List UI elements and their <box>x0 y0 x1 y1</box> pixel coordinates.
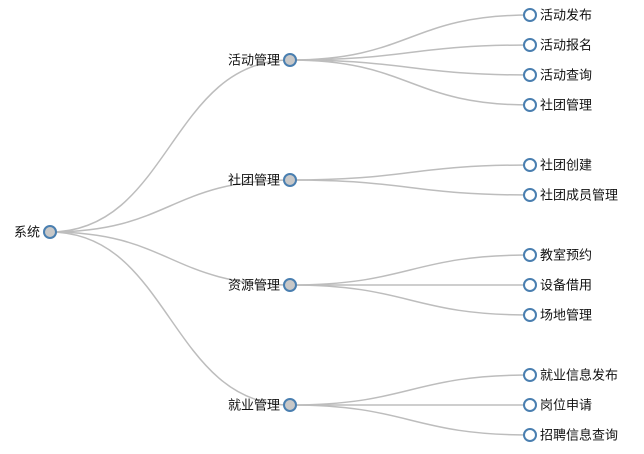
node-circle-icon[interactable] <box>523 38 537 52</box>
tree-link <box>289 164 531 181</box>
node-circle-icon[interactable] <box>523 308 537 322</box>
node-circle-icon[interactable] <box>283 173 297 187</box>
leaf-node[interactable]: 岗位申请 <box>523 398 592 414</box>
tree-link <box>289 59 531 76</box>
branch-node[interactable]: 社团管理 <box>228 173 297 189</box>
branch-node[interactable]: 活动管理 <box>228 53 297 69</box>
branch-node[interactable]: 资源管理 <box>228 278 297 294</box>
node-label: 教室预约 <box>540 248 592 264</box>
node-label: 社团创建 <box>540 158 592 174</box>
node-label: 招聘信息查询 <box>540 428 618 444</box>
leaf-node[interactable]: 社团成员管理 <box>523 188 618 204</box>
leaf-node[interactable]: 社团管理 <box>523 98 592 114</box>
node-circle-icon[interactable] <box>43 225 57 239</box>
node-circle-icon[interactable] <box>523 368 537 382</box>
tree-link <box>289 374 531 406</box>
node-label: 社团管理 <box>540 98 592 114</box>
node-label: 资源管理 <box>228 279 280 294</box>
tree-link <box>49 231 291 286</box>
node-label: 社团成员管理 <box>540 188 618 204</box>
tree-link <box>289 59 531 106</box>
node-label: 活动发布 <box>540 8 592 24</box>
node-label: 就业信息发布 <box>540 368 618 384</box>
node-circle-icon[interactable] <box>523 428 537 442</box>
node-label: 社团管理 <box>228 173 280 189</box>
leaf-node[interactable]: 社团创建 <box>523 158 592 174</box>
tree-link <box>289 254 531 286</box>
tree-link <box>289 179 531 196</box>
leaf-node[interactable]: 活动报名 <box>523 38 592 54</box>
leaf-node[interactable]: 教室预约 <box>523 248 592 264</box>
node-circle-icon[interactable] <box>523 68 537 82</box>
node-circle-icon[interactable] <box>283 398 297 412</box>
node-circle-icon[interactable] <box>283 53 297 67</box>
leaf-node[interactable]: 设备借用 <box>523 278 592 294</box>
tree-link <box>289 14 531 61</box>
leaf-node[interactable]: 招聘信息查询 <box>523 428 618 444</box>
node-circle-icon[interactable] <box>523 248 537 262</box>
node-circle-icon[interactable] <box>283 278 297 292</box>
leaf-node[interactable]: 场地管理 <box>523 308 592 324</box>
leaf-node[interactable]: 就业信息发布 <box>523 368 618 384</box>
tree-link <box>49 231 291 406</box>
tree-link <box>49 59 291 233</box>
node-label: 活动查询 <box>540 69 592 84</box>
node-circle-icon[interactable] <box>523 278 537 292</box>
tree-link <box>289 284 531 316</box>
node-label: 场地管理 <box>540 309 592 324</box>
node-label: 系统 <box>14 226 40 241</box>
node-circle-icon[interactable] <box>523 98 537 112</box>
tree-link <box>49 179 291 233</box>
tree-link <box>289 44 531 61</box>
leaf-node[interactable]: 活动发布 <box>523 8 592 24</box>
node-circle-icon[interactable] <box>523 188 537 202</box>
node-label: 活动管理 <box>228 54 280 69</box>
leaf-node[interactable]: 活动查询 <box>523 68 592 84</box>
node-label: 设备借用 <box>540 278 592 294</box>
branch-node[interactable]: 系统 <box>14 225 57 241</box>
node-label: 活动报名 <box>540 38 592 54</box>
node-label: 就业管理 <box>228 399 280 414</box>
node-label: 岗位申请 <box>540 399 592 414</box>
tree-link <box>289 404 531 436</box>
node-circle-icon[interactable] <box>523 8 537 22</box>
node-circle-icon[interactable] <box>523 398 537 412</box>
node-circle-icon[interactable] <box>523 158 537 172</box>
branch-node[interactable]: 就业管理 <box>228 398 297 414</box>
links <box>49 14 531 436</box>
nodes: 系统活动管理活动发布活动报名活动查询社团管理社团管理社团创建社团成员管理资源管理… <box>14 8 618 444</box>
